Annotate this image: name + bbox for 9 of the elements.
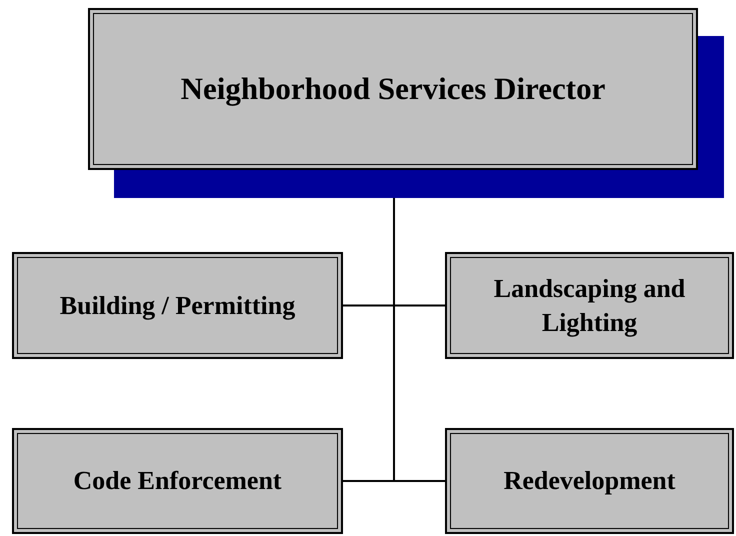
department-box <box>12 428 343 534</box>
department-box <box>12 252 343 359</box>
box-title: Landscaping and Lighting <box>492 272 686 339</box>
box-title: Redevelopment <box>504 465 676 498</box>
box-title: Building / Permitting <box>60 290 296 322</box>
department-box <box>445 252 734 359</box>
box-title: Code Enforcement <box>73 465 282 498</box>
department-box <box>445 428 734 534</box>
box-title: Neighborhood Services Director <box>180 70 606 108</box>
